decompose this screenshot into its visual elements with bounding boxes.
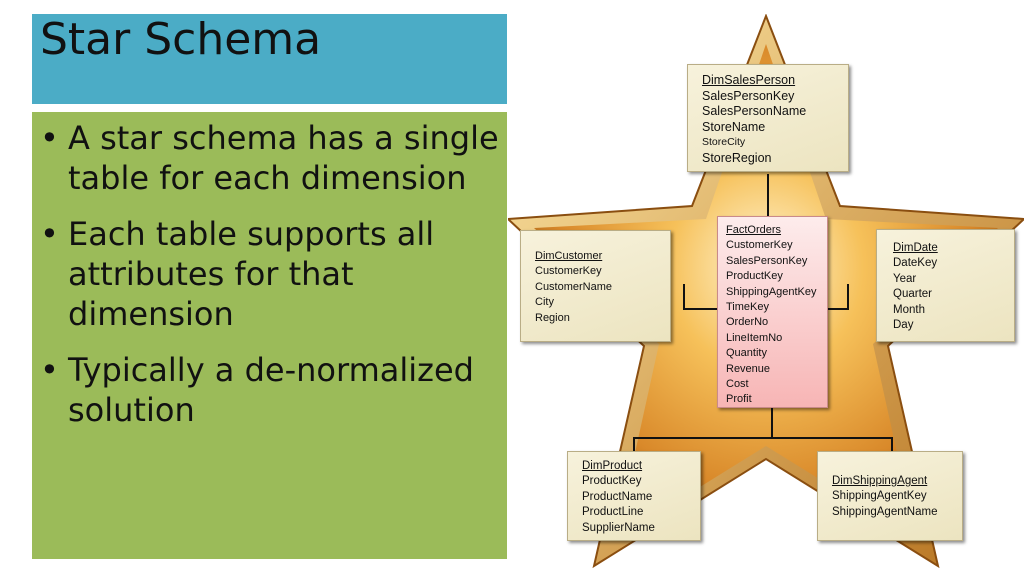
table-field: Month (893, 303, 925, 316)
connector-bottom-trunk (771, 406, 773, 438)
table-fact-orders: FactOrders CustomerKey SalesPersonKey Pr… (717, 216, 828, 408)
table-field: LineItemNo (726, 331, 783, 344)
slide-title: Star Schema (40, 14, 322, 65)
table-dim-product: DimProduct ProductKey ProductName Produc… (567, 451, 701, 541)
table-field: Region (535, 311, 570, 324)
bullet-text: Typically a de-normalized solution (68, 351, 474, 429)
bullet-text: Each table supports all attributes for t… (68, 215, 435, 333)
table-field: OrderNo (726, 316, 769, 329)
table-field: Quantity (726, 347, 767, 360)
bullet-symbol: • (40, 119, 59, 157)
table-field: SalesPersonKey (726, 254, 808, 267)
bullet-item: •A star schema has a single table for ea… (40, 118, 500, 198)
table-field: CustomerName (535, 280, 613, 293)
table-field: CustomerKey (726, 239, 793, 252)
table-field: StoreRegion (702, 150, 772, 165)
table-dim-shipping-agent: DimShippingAgent ShippingAgentKey Shippi… (817, 451, 963, 541)
content-box: •A star schema has a single table for ea… (32, 112, 507, 559)
table-header: DimCustomer (535, 250, 603, 262)
table-field: CustomerKey (535, 265, 602, 278)
bullet-list: •A star schema has a single table for ea… (40, 118, 500, 446)
table-field: SalesPersonName (702, 104, 807, 118)
connector-product (633, 437, 635, 453)
table-field: City (535, 296, 554, 309)
title-bar (32, 14, 507, 104)
table-field: ProductName (582, 490, 653, 503)
bullet-symbol: • (40, 215, 59, 253)
connector-customer-h (683, 308, 717, 310)
table-field: Revenue (726, 362, 771, 375)
table-field: ProductKey (726, 270, 783, 283)
table-dim-date: DimDate DateKey Year Quarter Month Day (876, 229, 1015, 342)
table-field: SalesPersonKey (702, 88, 795, 103)
table-header: DimSalesPerson (702, 73, 796, 87)
table-field: DateKey (893, 257, 938, 270)
connector-shipping (891, 437, 893, 453)
table-field: StoreName (702, 119, 766, 134)
connector-date-h (828, 308, 849, 310)
connector-date-v (847, 284, 849, 310)
table-field: StoreCity (702, 136, 746, 148)
table-field: SupplierName (582, 521, 655, 534)
table-dim-customer: DimCustomer CustomerKey CustomerName Cit… (520, 230, 671, 342)
table-field: ShippingAgentKey (726, 285, 817, 298)
connector-bottom-bar (633, 437, 893, 439)
bullet-item: •Each table supports all attributes for … (40, 214, 500, 334)
table-field: Quarter (893, 288, 932, 301)
table-header: DimProduct (582, 460, 643, 472)
star-diagram: DimSalesPerson SalesPersonKey SalesPerso… (505, 13, 1024, 575)
bullet-symbol: • (40, 351, 59, 389)
table-field: Year (893, 272, 917, 285)
table-field: ShippingAgentName (832, 505, 938, 518)
table-field: ProductLine (582, 506, 644, 519)
table-field: Day (893, 319, 914, 332)
table-header: FactOrders (726, 224, 782, 236)
table-header: DimDate (893, 242, 938, 254)
bullet-item: •Typically a de-normalized solution (40, 350, 500, 430)
table-field: Cost (726, 378, 749, 391)
bullet-text: A star schema has a single table for eac… (68, 119, 499, 197)
connector-salesperson (767, 174, 769, 216)
table-field: ShippingAgentKey (832, 490, 927, 503)
table-header: DimShippingAgent (832, 475, 928, 487)
table-field: TimeKey (726, 301, 769, 314)
table-field: ProductKey (582, 475, 642, 488)
table-field: Profit (726, 393, 752, 406)
table-dim-salesperson: DimSalesPerson SalesPersonKey SalesPerso… (687, 64, 849, 172)
connector-customer-v (683, 284, 685, 310)
